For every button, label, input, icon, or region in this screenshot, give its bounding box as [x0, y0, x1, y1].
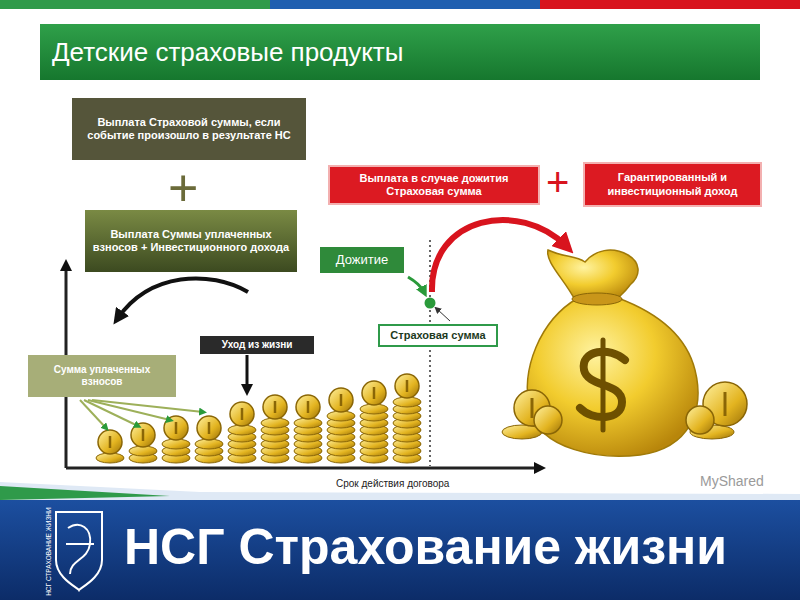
premiums-box: Сумма уплаченных взносов — [28, 355, 176, 397]
death-box: Уход из жизни — [200, 336, 314, 354]
title-banner — [40, 24, 760, 80]
watermark: MyShared — [700, 474, 764, 489]
coin-face — [362, 381, 386, 405]
premium-refund-box: Выплата Суммы уплаченных взносов + Инвес… — [85, 210, 297, 272]
box-text: Страховая сумма — [390, 329, 485, 342]
box-text: Уход из жизни — [222, 339, 293, 351]
coin-face — [329, 388, 353, 412]
top-stripe — [270, 0, 540, 9]
maturity-dot — [425, 298, 436, 309]
survival-arrow — [408, 277, 424, 292]
coin-face — [296, 395, 320, 419]
plus-sign: + — [546, 160, 569, 204]
plus-sign: + — [168, 160, 198, 217]
box-text: Гарантированный и инвестиционный доход — [591, 171, 754, 197]
sum-leader — [437, 309, 450, 321]
logo-text: НСГ СТРАХОВАНИЕ ЖИЗНИ — [44, 507, 51, 596]
axis-label: Срок действия договора — [336, 478, 449, 489]
loose-coins — [502, 382, 747, 439]
coin-face — [230, 402, 254, 426]
death-arrow — [246, 355, 249, 390]
coin-mark — [142, 429, 145, 441]
logo — [56, 512, 102, 590]
payout-curve — [432, 220, 566, 292]
box-text: Выплата Страховой суммы, если событие пр… — [78, 116, 300, 142]
coin-mark — [340, 394, 343, 406]
money-bag — [527, 250, 697, 456]
coin-mark — [373, 387, 376, 399]
coin-mark — [109, 436, 112, 448]
accident-payout-box: Выплата Страховой суммы, если событие пр… — [72, 98, 306, 160]
coin-mark — [307, 401, 310, 413]
footer-band — [0, 500, 800, 600]
premium-leaders — [80, 400, 203, 428]
coin-mark — [406, 380, 409, 392]
x-axis — [66, 467, 540, 470]
survival-payout-box: Выплата в случае дожития Страховая сумма — [328, 165, 540, 205]
coin-face — [395, 374, 419, 398]
coin-mark — [175, 422, 178, 434]
sum-insured-box: Страховая сумма — [378, 324, 498, 347]
coin-face — [197, 416, 221, 440]
box-text: Сумма уплаченных взносов — [34, 364, 170, 388]
box-text: Дожитие — [336, 252, 388, 268]
title-text: Детские страховые продукты — [52, 38, 403, 67]
coin-mark — [208, 422, 211, 434]
coin-face — [98, 430, 122, 454]
coin-face — [263, 395, 287, 419]
coin-face — [131, 423, 155, 447]
top-stripe — [540, 0, 800, 9]
coin-mark — [241, 408, 244, 420]
box-text: Выплата в случае дожития Страховая сумма — [336, 172, 532, 198]
footer-swoosh — [0, 482, 800, 600]
footer-accent — [0, 486, 170, 500]
top-stripe — [0, 0, 270, 9]
box-text: Выплата Суммы уплаченных взносов + Инвес… — [91, 228, 291, 254]
income-box: Гарантированный и инвестиционный доход — [583, 162, 762, 207]
brand-name: НСГ Страхование жизни — [124, 520, 727, 575]
payout-arrow — [118, 278, 248, 318]
coin-mark — [274, 401, 277, 413]
survival-box: Дожитие — [320, 247, 404, 273]
